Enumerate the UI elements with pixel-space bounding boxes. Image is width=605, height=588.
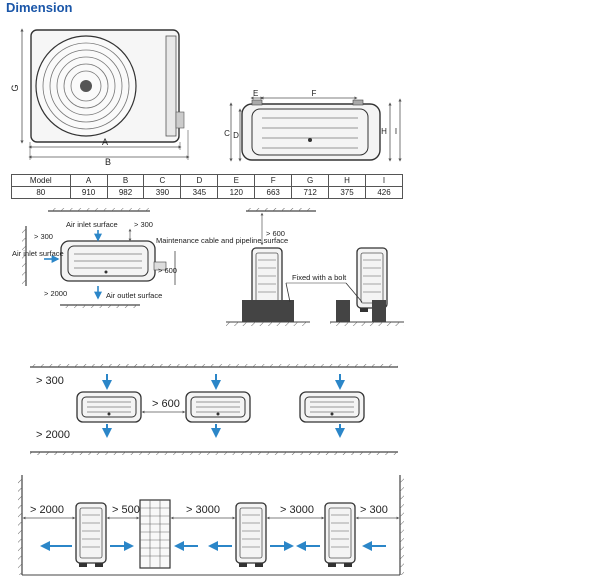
wall-gap-2000-label: > 2000 <box>30 504 64 516</box>
dim-label-d: D <box>233 131 239 140</box>
gap-300-right-label: > 300 <box>134 220 153 229</box>
wall-gap-500-label: > 500 <box>112 504 140 516</box>
wall-gap-300-label: > 300 <box>360 504 388 516</box>
row-layout-diagram: > 300 > 600 > 2000 <box>30 364 398 455</box>
dim-label-g: G <box>10 84 20 91</box>
dim-label-i: I <box>395 127 397 136</box>
outdoor-unit-front <box>185 391 251 423</box>
wall-gap-3000-a-label: > 3000 <box>186 504 220 516</box>
top-view: E F C D H I <box>224 89 402 162</box>
outdoor-unit-side <box>324 502 356 568</box>
gap-600-label: > 600 <box>158 266 177 275</box>
gap-2000-label: > 2000 <box>44 289 67 298</box>
foundation-diagram: > 600 Fixed with a bolt <box>226 208 404 326</box>
fan-grille-icon <box>35 35 137 137</box>
dim-label-h: H <box>381 127 387 136</box>
table-cell: 982 <box>106 186 145 199</box>
outdoor-unit-front <box>76 391 142 423</box>
table-cell: 426 <box>365 186 403 199</box>
dim-label-b: B <box>105 157 111 167</box>
page-title: Dimension <box>6 0 73 15</box>
outdoor-unit-side <box>75 502 107 568</box>
air-outlet-label: Air outlet surface <box>106 291 162 300</box>
wall-gap-3000-b-label: > 3000 <box>280 504 314 516</box>
outdoor-unit-front <box>299 391 365 423</box>
table-cell: 390 <box>143 186 182 199</box>
fixed-bolt-label: Fixed with a bolt <box>292 273 347 282</box>
air-inlet-top-label: Air inlet surface <box>66 220 118 229</box>
heat-exchanger-grille <box>139 499 171 569</box>
dim-label-e: E <box>253 89 258 98</box>
outdoor-unit-side <box>235 502 267 568</box>
row-gap-2000-label: > 2000 <box>36 429 70 441</box>
dim-label-a: A <box>102 137 108 147</box>
table-cell: 120 <box>217 186 256 199</box>
maintenance-label: Maintenance cable and pipeline surface <box>156 236 288 245</box>
clearance-top-diagram: Air inlet surface > 300 > 300 Air inlet … <box>12 208 288 308</box>
spec-table: Model A B C D E F G H I 80 910 982 390 3… <box>11 174 403 199</box>
row-gap-600-label: > 600 <box>152 398 180 410</box>
table-cell: 345 <box>180 186 219 199</box>
dim-label-f: F <box>312 89 317 98</box>
wall-layout-diagram: > 2000 > 500 > 3000 > 3000 > 300 <box>18 475 404 576</box>
table-row: 80 910 982 390 345 120 663 712 375 426 <box>11 186 403 199</box>
gap-300-left-label: > 300 <box>34 232 53 241</box>
row-gap-300-label: > 300 <box>36 375 64 387</box>
table-cell: 712 <box>291 186 330 199</box>
table-cell: 375 <box>328 186 366 199</box>
front-view: A B G <box>10 28 190 167</box>
dim-label-c: C <box>224 129 230 138</box>
foundation-gap-600-label: > 600 <box>266 229 285 238</box>
air-inlet-left-label: Air inlet surface <box>12 249 64 258</box>
